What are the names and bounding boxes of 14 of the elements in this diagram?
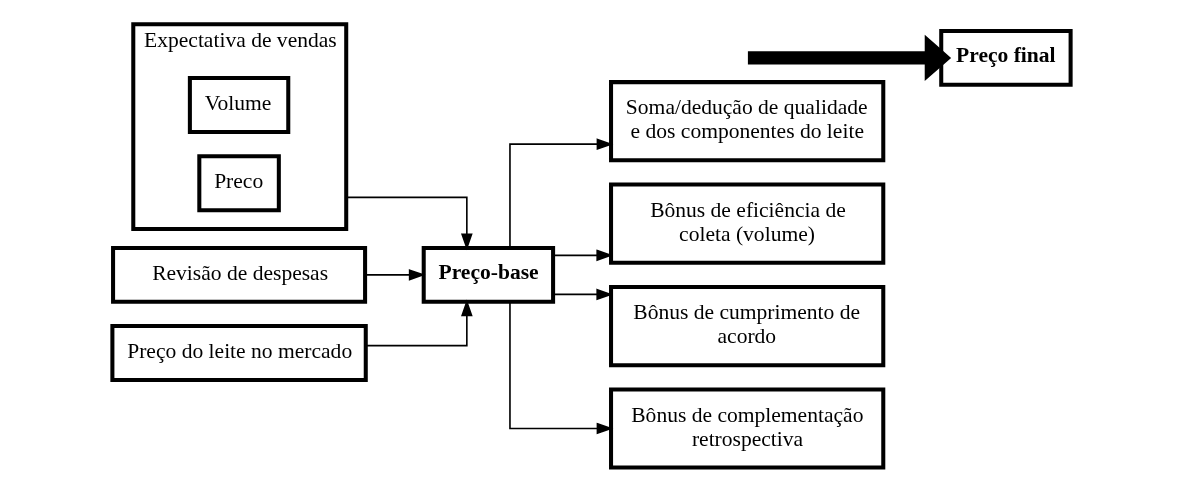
arrow <box>364 299 473 347</box>
node-box: Soma/dedução de qualidade e dos componentes do leite <box>608 80 885 163</box>
arrow <box>508 138 613 249</box>
node-box: Preço-base <box>421 245 555 304</box>
node-box: Bônus de eficiência de coleta (volume) <box>608 182 885 265</box>
arrow <box>508 301 613 435</box>
node-box: Bônus de cumprimento de acordo <box>608 285 885 368</box>
node-box: Preco <box>196 154 281 213</box>
node-box: Preço final <box>938 28 1073 87</box>
node-box: Preço do leite no mercado <box>109 324 368 382</box>
arrow <box>747 34 951 81</box>
node-box: Revisão de despesas <box>110 245 367 304</box>
node-box: Volume <box>187 76 290 135</box>
node-box: Bônus de complementação retrospectiva <box>608 387 885 470</box>
